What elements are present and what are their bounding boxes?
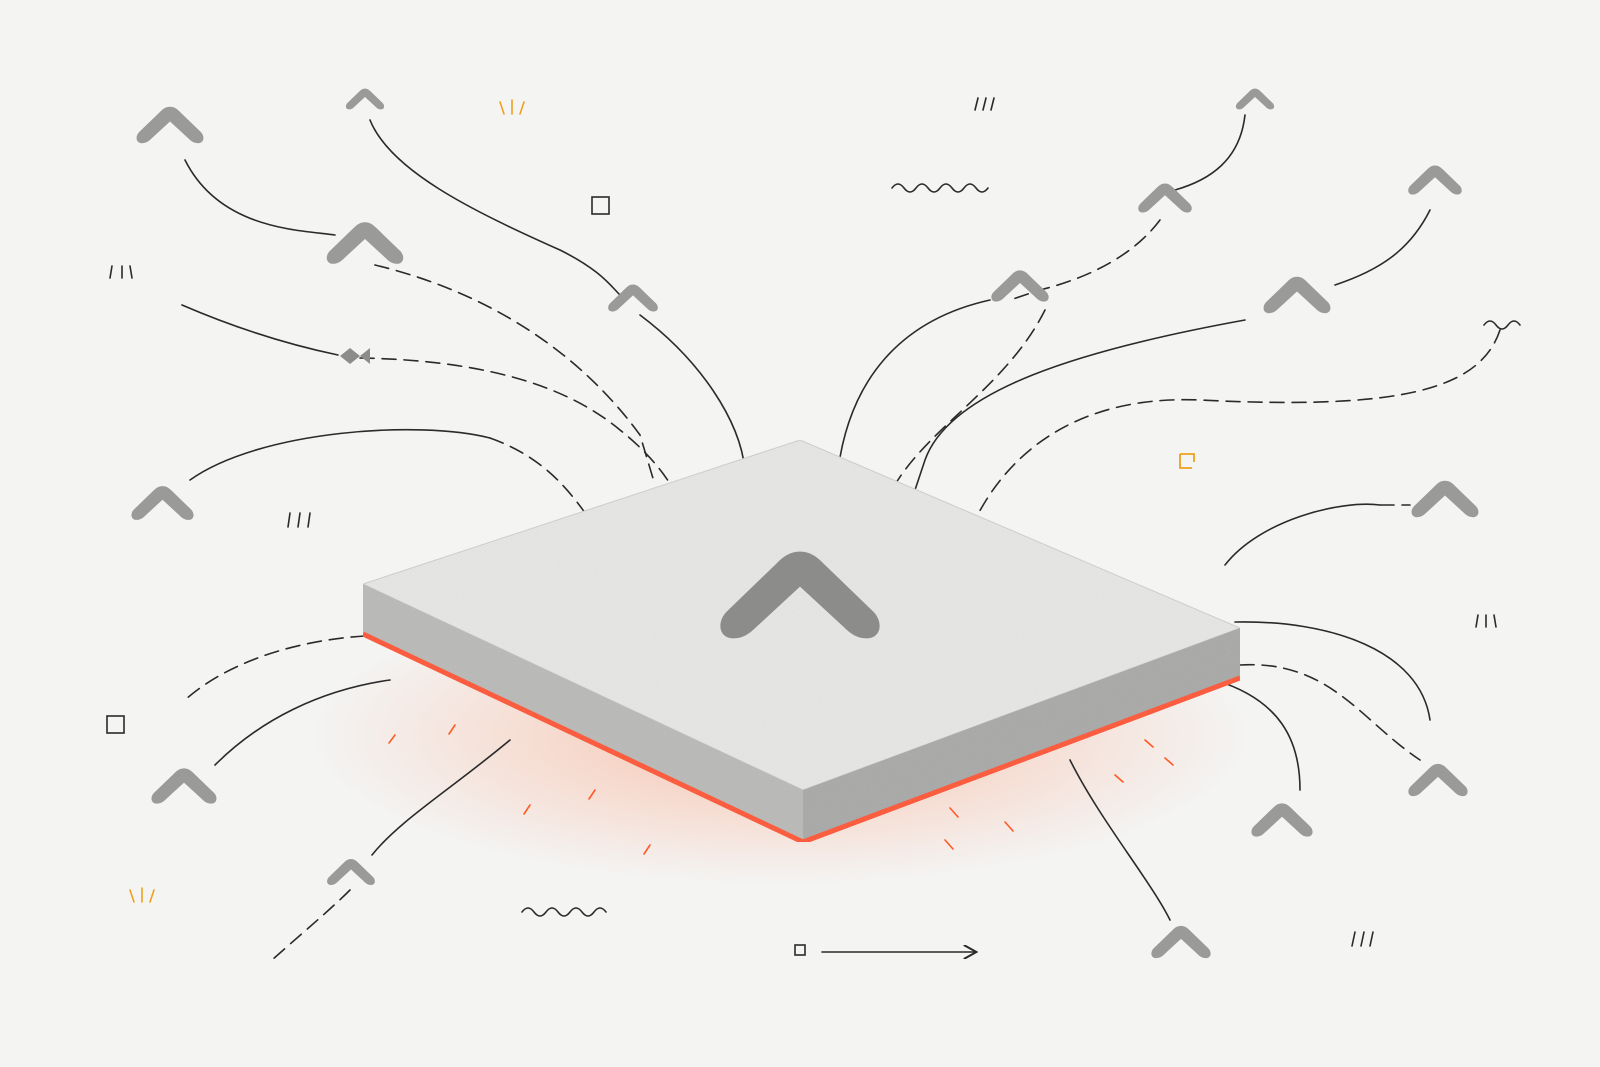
chevron-icon [151, 768, 217, 804]
tally-marks [109, 97, 1497, 947]
chevron-icon [1151, 925, 1211, 959]
chevron-icon [1251, 803, 1313, 837]
square-outline-icon [591, 196, 610, 215]
platform-side-left [363, 584, 803, 842]
chevron-icon [131, 486, 194, 520]
chevron-icon [345, 88, 385, 110]
chevron-icon [1235, 88, 1275, 110]
square-marks [106, 196, 1195, 956]
square-outline-icon [794, 944, 806, 956]
accent-tally-marks [129, 99, 525, 903]
square-outline-icon [106, 715, 125, 734]
platform-side-right [803, 628, 1240, 842]
chevron-icon [608, 284, 658, 312]
chevron-icon [1408, 763, 1468, 797]
platform [361, 439, 1242, 845]
platform-glow-edge [361, 631, 1241, 845]
squiggles [521, 183, 1521, 917]
chevron-icon [1411, 480, 1479, 518]
glow-sparks [388, 724, 1174, 855]
chevron-icon [136, 106, 204, 144]
square-outline-icon [1179, 453, 1195, 469]
chevron-icon [1263, 276, 1331, 314]
chevron-icon [326, 222, 404, 264]
chevron-icon [327, 859, 375, 885]
chevron-icon [1408, 165, 1462, 195]
